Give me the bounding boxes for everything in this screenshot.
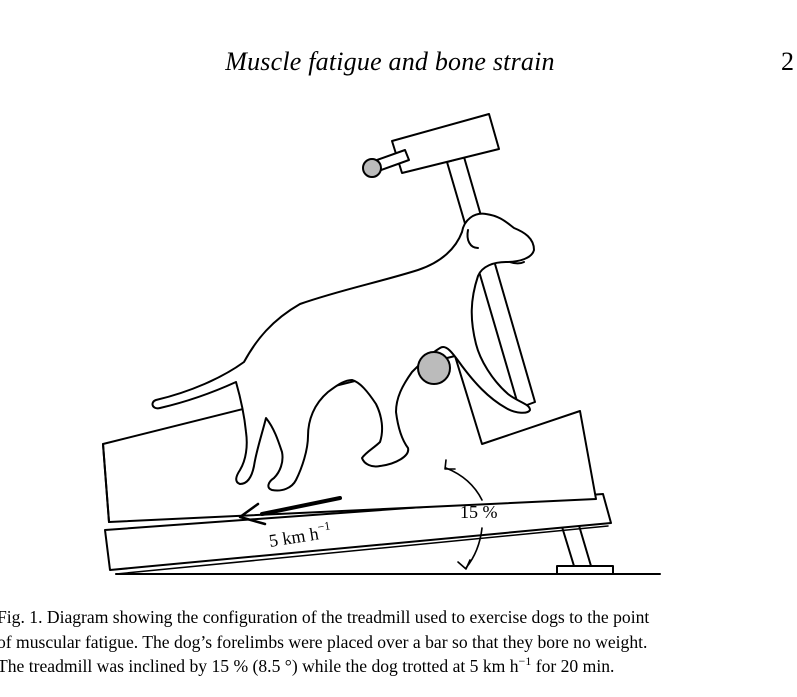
caption-line-2: of muscular fatigue. The dog’s forelimbs… (0, 631, 648, 652)
page-number: 2 (781, 47, 794, 76)
incline-label: 15 % (460, 502, 498, 522)
strain-gauge-knob (362, 158, 382, 178)
running-head-title: Muscle fatigue and bone strain (225, 47, 555, 76)
caption-line-3: The treadmill was inclined by 15 % (8.5 … (0, 654, 615, 676)
forelimb-bar-knob (417, 351, 451, 385)
dog-ear (466, 229, 479, 249)
dog-figure (151, 212, 535, 492)
dog-mouth (509, 261, 525, 265)
figure-caption: Fig. 1. Diagram showing the configuratio… (0, 605, 797, 679)
direction-arrow (238, 496, 342, 526)
incline-arrows (444, 459, 483, 570)
caption-line-1: Fig. 1. Diagram showing the configuratio… (0, 607, 650, 627)
